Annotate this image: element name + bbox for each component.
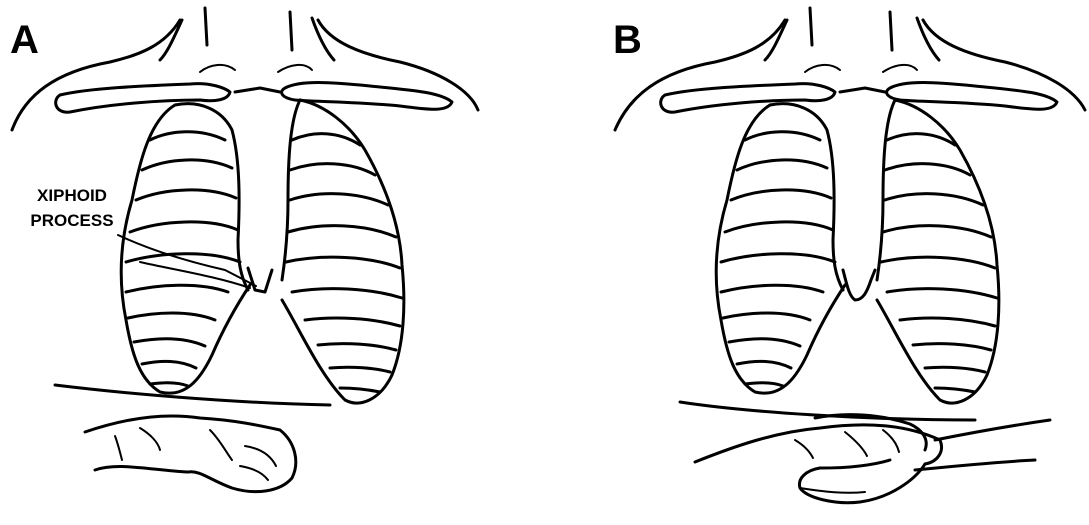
interlocked-hands-illustration — [695, 415, 1050, 503]
abdomen-line — [55, 385, 330, 405]
panel-a: A XIPHOID PROCESS — [0, 0, 545, 525]
right-rib-cage — [282, 100, 404, 403]
right-rib-cage — [877, 100, 999, 403]
panel-a-drawing — [0, 0, 545, 525]
xiphoid-process — [843, 270, 875, 300]
shoulder-outline — [615, 20, 1085, 130]
clavicles — [56, 65, 452, 112]
neck-outline — [765, 8, 939, 60]
panel-b: B — [545, 0, 1089, 525]
left-rib-cage — [716, 104, 845, 393]
clavicles — [661, 65, 1057, 112]
left-rib-cage — [121, 104, 250, 393]
panel-b-drawing — [545, 0, 1089, 525]
fist-illustration — [85, 416, 296, 492]
xiphoid-process — [248, 268, 272, 292]
shoulder-outline — [12, 20, 478, 130]
neck-outline — [160, 8, 334, 60]
